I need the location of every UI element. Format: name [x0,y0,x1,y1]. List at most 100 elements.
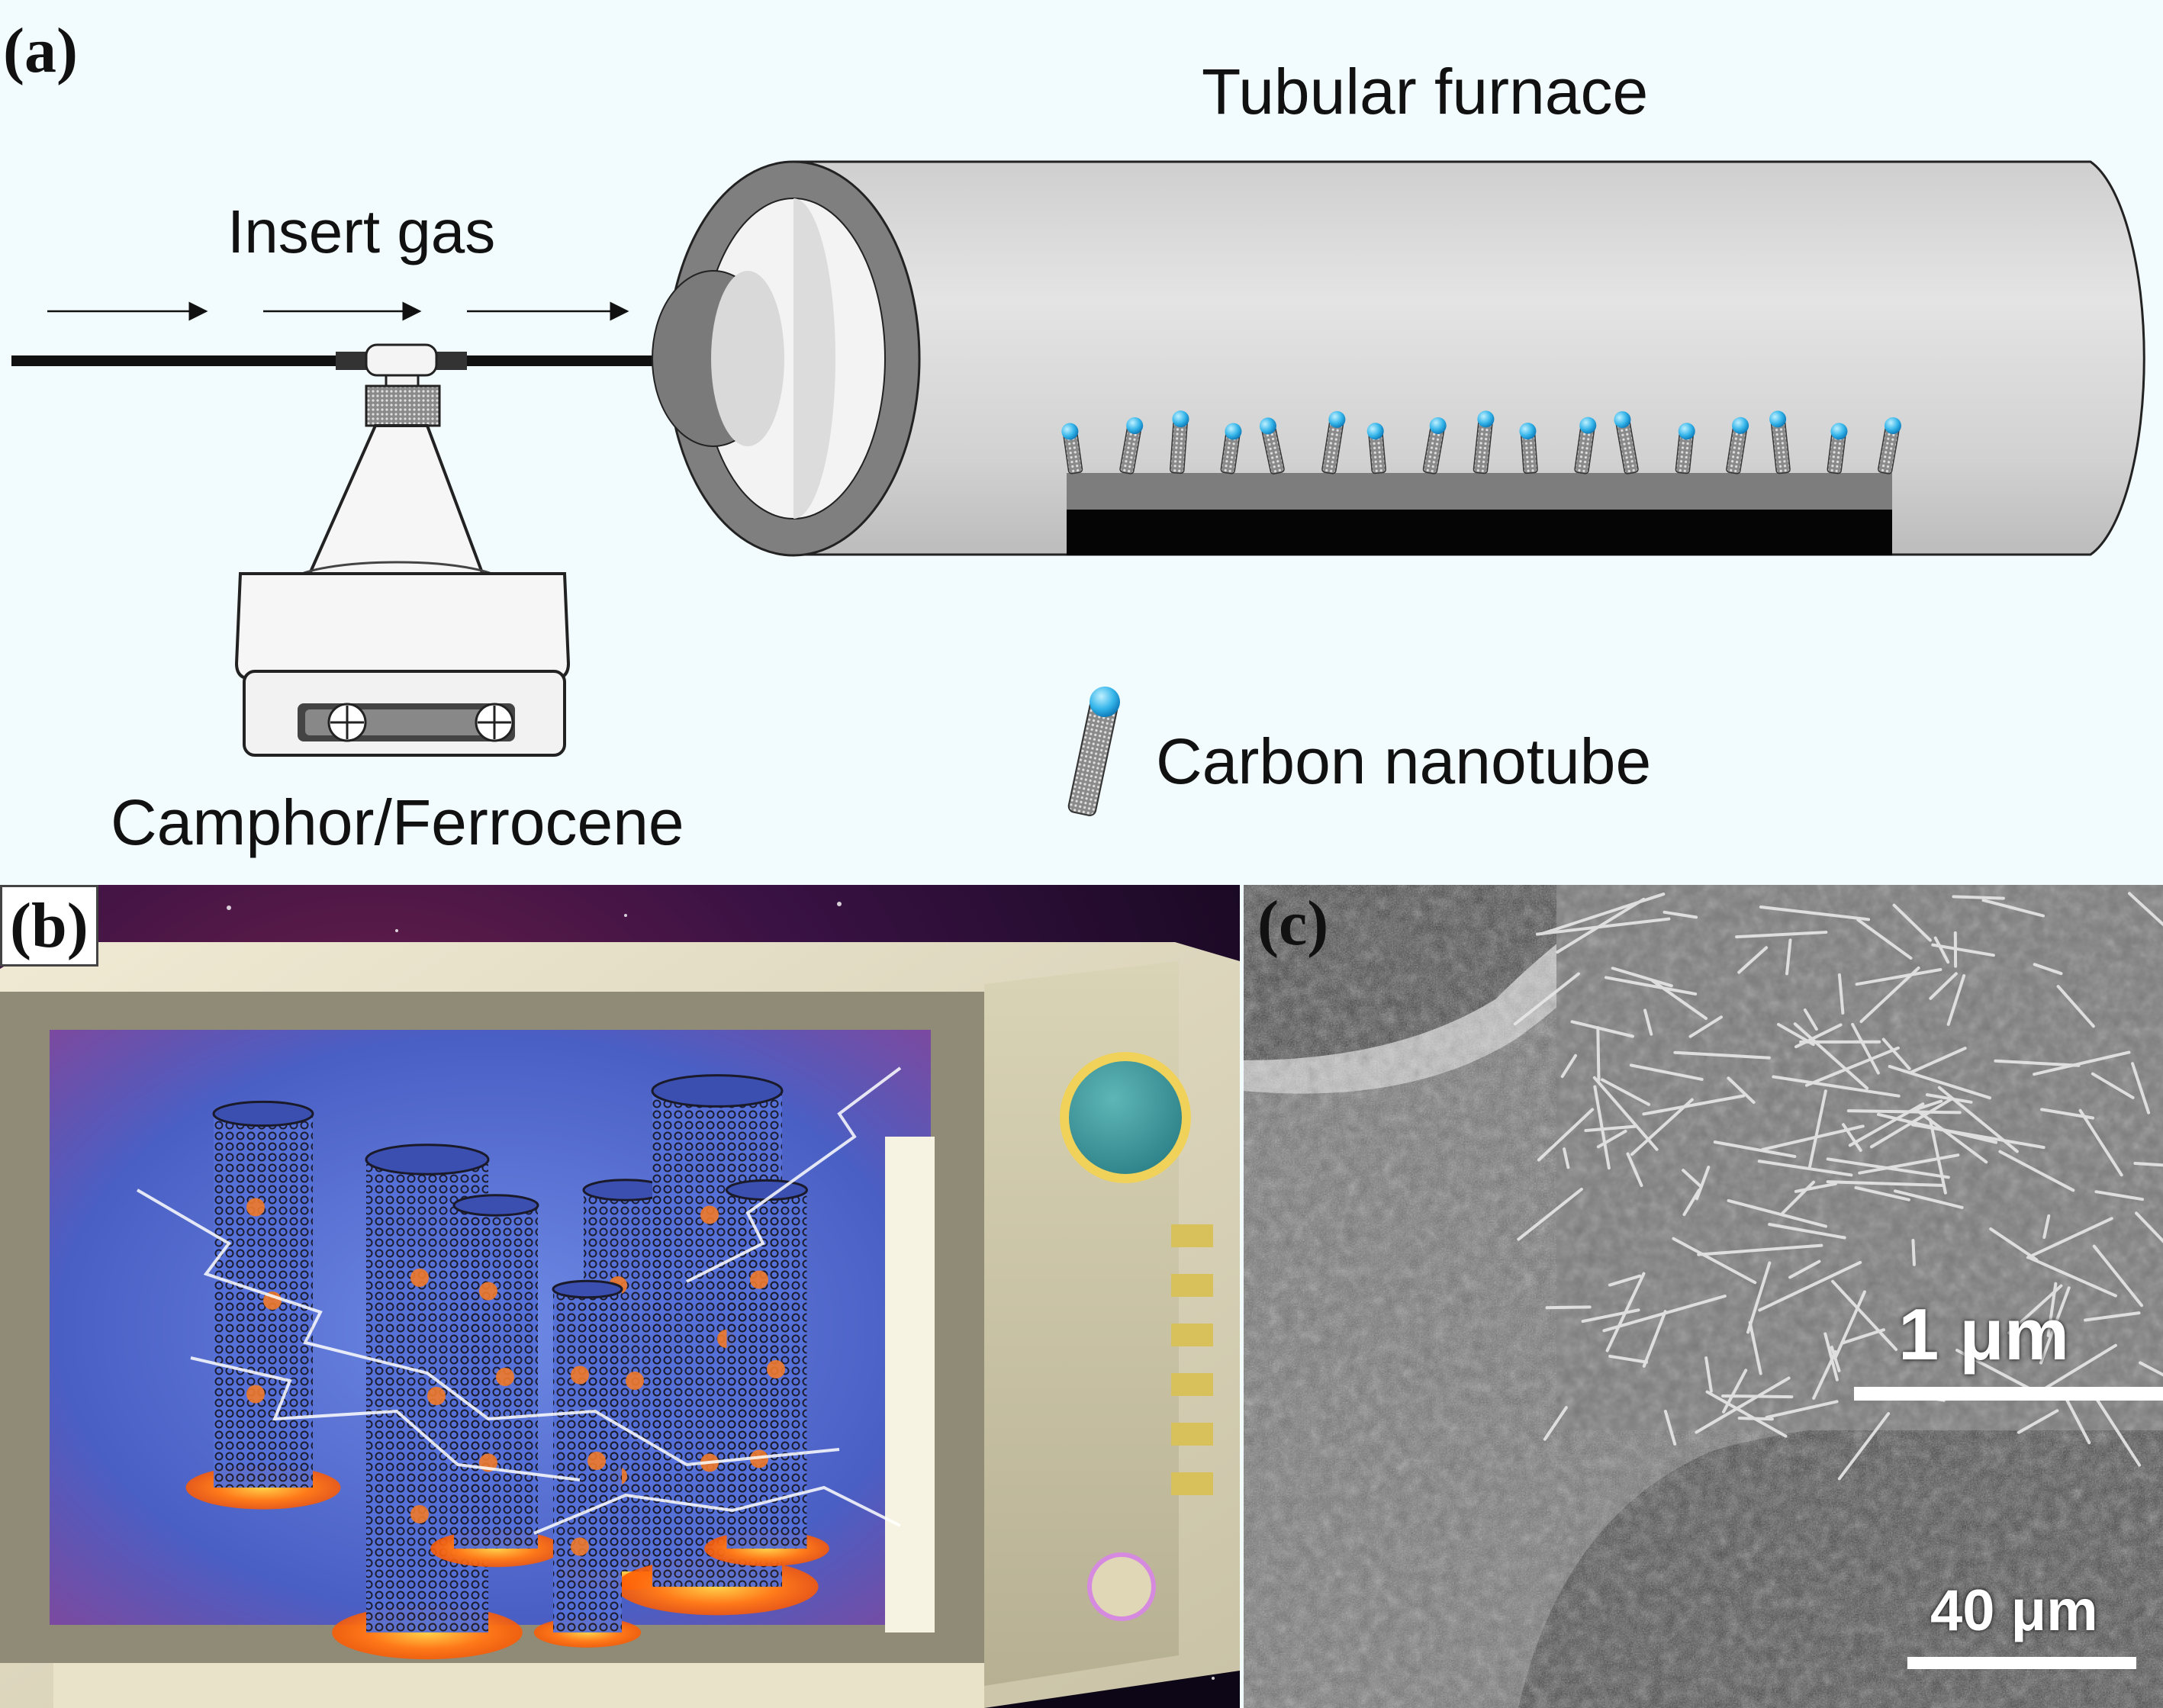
flake [2127,892,2163,927]
flake [1759,905,1871,922]
cnt [1321,410,1346,474]
flake [1596,1129,1627,1149]
flake [1854,1185,1910,1201]
flake [1837,1412,1891,1481]
flake [1894,1189,1964,1209]
flake [1851,1022,1880,1075]
cnt [1827,423,1848,474]
cnt [1061,423,1083,474]
flake [1841,1328,1885,1345]
cnt [1675,423,1695,474]
control-buttons [1171,1224,1213,1495]
flake [1758,1260,1862,1312]
cnt [1170,410,1189,474]
flake [1904,1099,1943,1115]
flake [1682,1189,1701,1217]
cnt-legend-label: Carbon nanotube [1156,725,1652,797]
flake [2131,1062,2151,1115]
flake [1785,938,1792,976]
flake [1808,1089,1827,1169]
sem-inset [1513,885,2163,1481]
flake [1697,1243,1823,1256]
cnt [1119,417,1144,474]
flake [1937,1086,2019,1153]
flake [1682,1169,1703,1189]
flake [1663,1410,1677,1446]
flake [1608,1354,1649,1364]
flake [1673,1050,1771,1060]
flake [1662,910,1698,919]
flake [1869,1097,1954,1149]
cvd-setup-schematic [11,160,2145,816]
flake [1830,1346,1841,1372]
microwave-illustration [0,885,1240,1708]
flake [2026,1256,2117,1298]
inset-scale-label: 1 μm [1898,1294,2070,1375]
panel-a: (a) Insert gas Tubular furnace Camphor/F… [3,15,2145,858]
flake [1629,1063,1704,1081]
flake [1513,972,1581,1026]
flake [1989,1227,2039,1262]
cnt [1422,417,1447,474]
flake [1998,1150,2075,1192]
flake [1737,1417,1774,1421]
cnt-legend-icon [1067,687,1120,816]
flake [1705,1390,1788,1438]
cnt [1259,417,1285,474]
flake [1543,1406,1568,1441]
cnt-array [1061,410,1901,474]
flake [1925,1093,1973,1104]
flake [1570,1020,1634,1038]
flake [1727,1076,1756,1104]
flake [1556,897,1646,954]
flake [1841,1123,1862,1152]
flake [2039,1286,2071,1365]
flake [1535,917,1671,936]
cnt [1769,410,1791,474]
flake [1581,1308,1640,1324]
flake [1929,972,1958,1000]
flake [2091,1072,2135,1099]
start-knob [1087,1552,1156,1621]
flake [1757,1160,1853,1177]
flake [2033,963,2063,976]
flake [2135,1211,2163,1243]
cnt-cylinder [704,1179,829,1567]
cnt [1574,417,1597,474]
door-handle [885,1137,935,1632]
flake [1933,936,1950,964]
flake [1537,1108,1595,1162]
flake [1713,1140,1797,1158]
gas-pipe [11,343,710,389]
flake [1856,918,1913,960]
gas-label: Insert gas [227,198,496,265]
flake [2084,1311,2141,1322]
tubular-furnace [652,160,2145,557]
flake [1727,1198,1827,1228]
flake [1611,967,1673,988]
cnt-cylinder [533,1279,642,1648]
flake [1981,899,2045,918]
flake [2133,1161,2163,1167]
flake [1765,1400,1839,1419]
sem-micrograph [1244,885,2163,1708]
flake [1777,1022,1815,1047]
flake [1876,1112,1998,1144]
flake [1946,974,1966,1026]
flake [1812,1349,1837,1400]
cnt [1366,423,1386,474]
flake [2056,985,2095,1028]
flake [1859,966,1920,1024]
flake [1605,976,1698,996]
flake [1913,1107,1988,1164]
cnt [1220,423,1242,474]
flake [1605,1272,1646,1353]
flake [1593,1085,1611,1170]
flake [1805,1046,1900,1087]
flake [1772,1075,1901,1098]
cnt [1519,423,1538,474]
flake [1788,1259,1821,1279]
panel-b-letter: (b) [0,885,98,967]
oven-base [53,1663,984,1708]
panel-b: (b) [0,885,1240,1708]
